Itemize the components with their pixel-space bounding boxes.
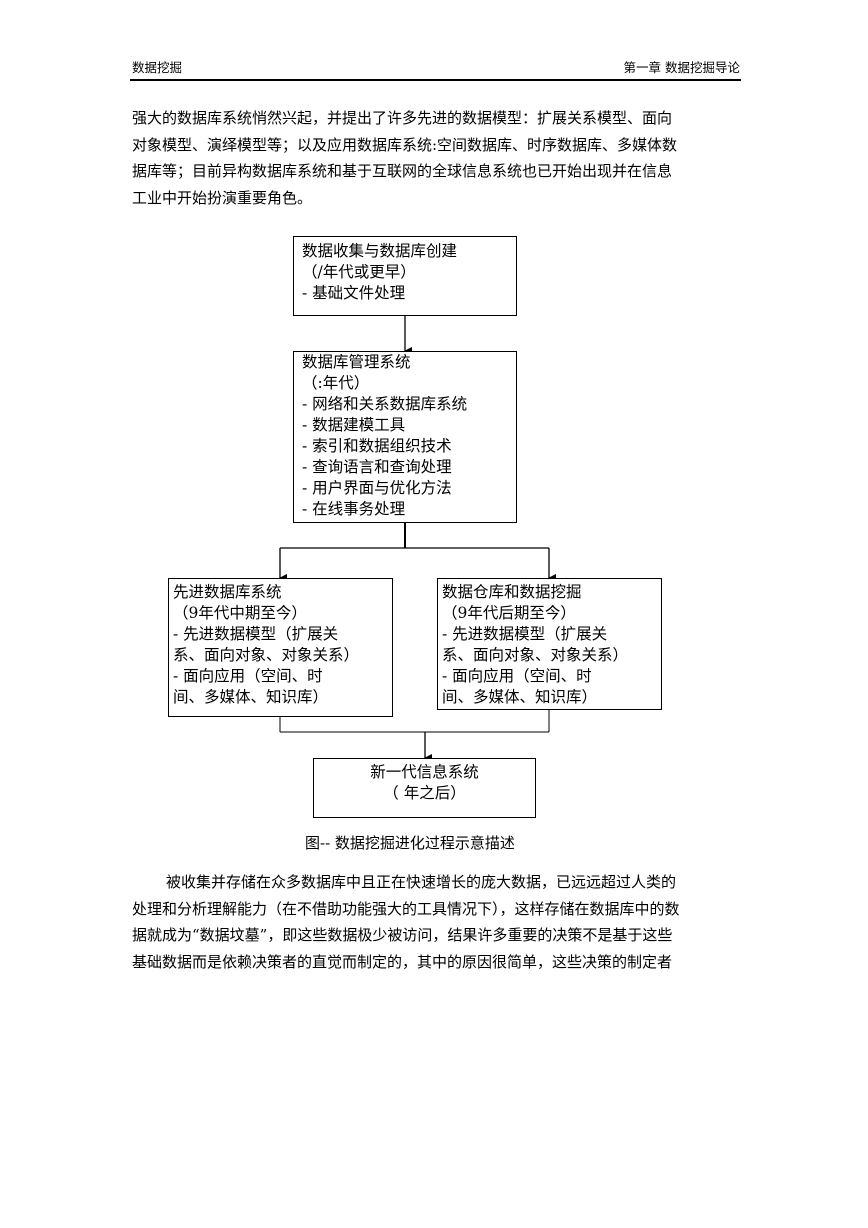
box-line: - 面向应用（空间、时 [442, 667, 592, 685]
box-line: - 数据建模工具 [302, 416, 406, 434]
paragraph-line: 强大的数据库系统悄然兴起，并提出了许多先进的数据模型：扩展关系模型、面向 [132, 109, 673, 127]
flow-box-dbms: 数据库管理系统 （:年代） - 网络和关系数据库系统 - 数据建模工具 - 索引… [293, 351, 517, 523]
paragraph-line: 据库等；目前异构数据库系统和基于互联网的全球信息系统也已开始出现并在信息 [132, 162, 673, 180]
box-line: - 索引和数据组织技术 [302, 437, 452, 455]
box-line: - 先进数据模型（扩展关 [173, 625, 339, 643]
running-header-right: 第一章 数据挖掘导论 [623, 60, 740, 75]
flow-box-data-collection: 数据收集与数据库创建 （/年代或更早） - 基础文件处理 [293, 236, 517, 316]
flow-box-data-warehouse: 数据仓库和数据挖掘 （9年代后期至今） - 先进数据模型（扩展关 系、面向对象、… [437, 578, 662, 710]
paragraph-line: 工业中开始扮演重要角色。 [132, 188, 313, 207]
box-line: - 查询语言和查询处理 [302, 458, 452, 476]
box-line: （9年代中期至今） [173, 604, 307, 622]
box-line: 数据收集与数据库创建 [302, 242, 458, 260]
paragraph-body: 被收集并存储在众多数据库中且正在快速增长的庞大数据，已远远超过人类的 处理和分析… [132, 869, 772, 975]
box-line: - 面向应用（空间、时 [173, 667, 323, 685]
box-line: 系、面向对象、对象关系） [173, 646, 360, 664]
paragraph-intro: 强大的数据库系统悄然兴起，并提出了许多先进的数据模型：扩展关系模型、面向 对象模… [132, 105, 772, 211]
box-line: （ 年之后） [383, 784, 466, 802]
header-rule [130, 79, 741, 81]
flow-box-advanced-db: 先进数据库系统 （9年代中期至今） - 先进数据模型（扩展关 系、面向对象、对象… [168, 578, 393, 717]
box-line: - 用户界面与优化方法 [302, 479, 452, 497]
box-line: 间、多媒体、知识库） [173, 688, 329, 706]
flow-box-next-gen: 新一代信息系统 （ 年之后） [313, 758, 536, 818]
box-line: 新一代信息系统 [370, 763, 479, 781]
box-line: - 网络和关系数据库系统 [302, 395, 468, 413]
running-header-left: 数据挖掘 [132, 60, 183, 75]
box-line: （/年代或更早） [302, 263, 416, 281]
box-line: （:年代） [302, 374, 370, 392]
box-line: （9年代后期至今） [442, 604, 576, 622]
paragraph-line: 对象模型、演绎模型等；以及应用数据库系统:空间数据库、时序数据库、多媒体数 [132, 135, 678, 154]
box-line: - 基础文件处理 [302, 284, 406, 302]
paragraph-line: 处理和分析理解能力（在不借助功能强大的工具情况下），这样存储在数据库中的数 [132, 899, 680, 918]
box-line: - 先进数据模型（扩展关 [442, 625, 608, 643]
box-line: 数据仓库和数据挖掘 [442, 583, 582, 601]
box-line: 系、面向对象、对象关系） [442, 646, 629, 664]
box-line: 先进数据库系统 [173, 583, 282, 601]
figure-caption: 图-- 数据挖掘进化过程示意描述 [305, 834, 515, 852]
paragraph-line: 据就成为“数据坟墓”，即这些数据极少被访问，结果许多重要的决策不是基于这些 [132, 926, 673, 944]
paragraph-line: 被收集并存储在众多数据库中且正在快速增长的庞大数据，已远远超过人类的 [166, 873, 677, 891]
box-line: 间、多媒体、知识库） [442, 688, 598, 706]
box-line: - 在线事务处理 [302, 500, 406, 518]
paragraph-line: 基础数据而是依赖决策者的直觉而制定的，其中的原因很简单，这些决策的制定者 [132, 952, 673, 971]
box-line: 数据库管理系统 [302, 353, 411, 371]
